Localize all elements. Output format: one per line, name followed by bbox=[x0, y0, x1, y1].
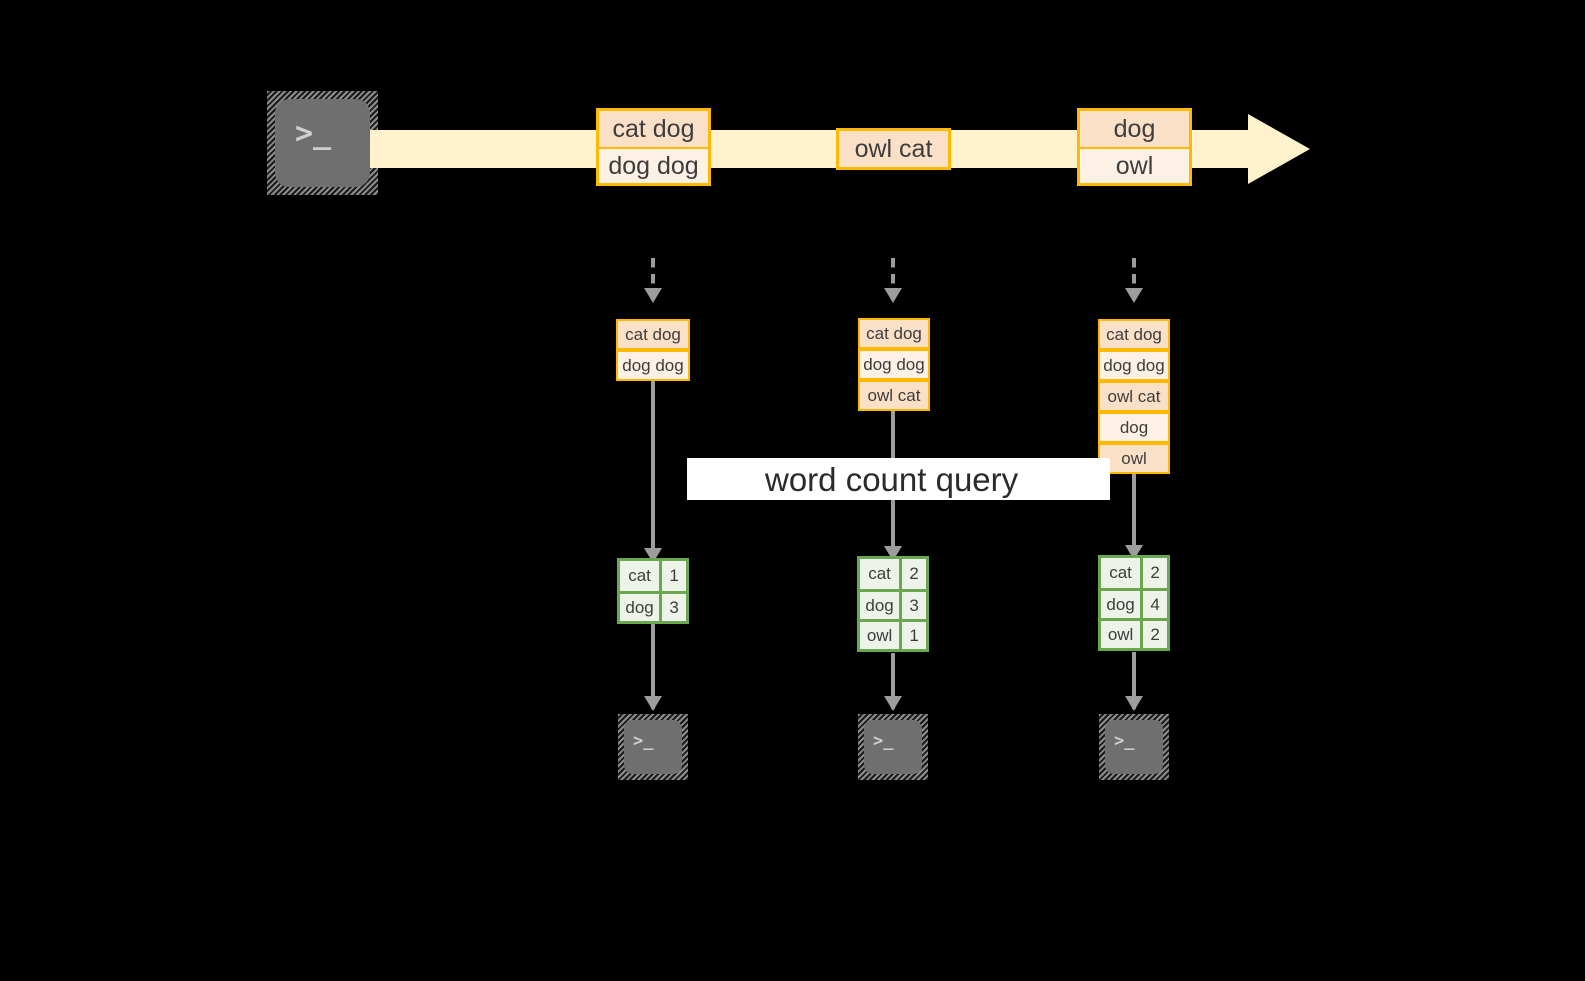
table-row: owl 1 bbox=[860, 619, 926, 649]
snapshot-3-input-stack: cat dog dog dog owl cat dog owl bbox=[1098, 319, 1170, 474]
stack-row: cat dog bbox=[1098, 319, 1170, 350]
solid-connector-3b bbox=[1132, 652, 1136, 709]
solid-arrowhead-1b bbox=[644, 696, 662, 711]
stream-event-line: owl cat bbox=[854, 134, 933, 163]
stack-row: dog bbox=[1098, 412, 1170, 443]
table-cell-count: 4 bbox=[1150, 594, 1160, 614]
table-cell-word: dog bbox=[860, 592, 903, 619]
terminal-body bbox=[624, 720, 682, 774]
table-cell-word: owl bbox=[1101, 621, 1144, 648]
consumer-terminal-icon-3: >_ bbox=[1099, 714, 1169, 780]
stack-row: owl bbox=[1098, 443, 1170, 474]
solid-arrowhead-2b bbox=[884, 696, 902, 711]
dashed-connector-1 bbox=[651, 258, 655, 292]
solid-connector-2b bbox=[891, 653, 895, 709]
table-row: cat 2 bbox=[860, 559, 926, 589]
stack-row: dog dog bbox=[1098, 350, 1170, 381]
snapshot-2-input-stack: cat dog dog dog owl cat bbox=[858, 318, 930, 411]
terminal-prompt-glyph: >_ bbox=[873, 731, 894, 751]
stack-row: owl cat bbox=[858, 380, 930, 411]
table-cell-count: 3 bbox=[669, 597, 679, 617]
terminal-body bbox=[275, 99, 370, 187]
table-cell-word: cat bbox=[860, 559, 903, 589]
stream-arrowhead bbox=[1248, 114, 1310, 184]
table-cell-word: cat bbox=[1101, 558, 1144, 588]
table-cell-count: 3 bbox=[909, 595, 919, 615]
dashed-arrowhead-2 bbox=[884, 288, 902, 303]
table-cell-word: cat bbox=[620, 561, 663, 591]
stack-row: dog dog bbox=[858, 349, 930, 380]
query-label-band: word count query bbox=[687, 458, 1110, 500]
terminal-body bbox=[864, 720, 922, 774]
stack-row: cat dog bbox=[858, 318, 930, 349]
stream-event-group-3: dog owl bbox=[1077, 108, 1192, 186]
table-cell-count: 1 bbox=[909, 625, 919, 645]
stream-event-line: owl bbox=[1080, 147, 1189, 183]
snapshot-3-result-table: cat 2 dog 4 owl 2 bbox=[1098, 555, 1170, 651]
stack-row: cat dog bbox=[616, 319, 690, 350]
terminal-prompt-glyph: >_ bbox=[295, 116, 332, 151]
table-row: dog 3 bbox=[620, 591, 686, 621]
snapshot-1-input-stack: cat dog dog dog bbox=[616, 319, 690, 381]
table-row: owl 2 bbox=[1101, 618, 1167, 648]
table-cell-count: 2 bbox=[1150, 624, 1160, 644]
solid-connector-3a bbox=[1132, 474, 1136, 562]
stream-event-line: dog dog bbox=[599, 147, 708, 183]
dashed-connector-3 bbox=[1132, 258, 1136, 292]
solid-arrowhead-3b bbox=[1125, 696, 1143, 711]
dashed-arrowhead-3 bbox=[1125, 288, 1143, 303]
table-cell-count: 2 bbox=[909, 564, 919, 583]
terminal-prompt-glyph: >_ bbox=[633, 731, 654, 751]
solid-connector-1a bbox=[651, 381, 655, 563]
stream-event-line: cat dog bbox=[612, 114, 695, 143]
terminal-body bbox=[1105, 720, 1163, 774]
table-cell-count: 2 bbox=[1150, 563, 1160, 582]
consumer-terminal-icon-2: >_ bbox=[858, 714, 928, 780]
table-cell-word: dog bbox=[1101, 591, 1144, 618]
stack-row: owl cat bbox=[1098, 381, 1170, 412]
consumer-terminal-icon-1: >_ bbox=[618, 714, 688, 780]
table-cell-count: 1 bbox=[669, 566, 679, 585]
stack-row: dog dog bbox=[616, 350, 690, 381]
table-cell-word: owl bbox=[860, 622, 903, 649]
query-label-text: word count query bbox=[765, 461, 1019, 498]
stream-event-group-1: cat dog dog dog bbox=[596, 108, 711, 186]
table-cell-word: dog bbox=[620, 594, 663, 621]
table-row: cat 1 bbox=[620, 561, 686, 591]
dashed-arrowhead-1 bbox=[644, 288, 662, 303]
table-row: cat 2 bbox=[1101, 558, 1167, 588]
producer-terminal-icon: >_ bbox=[267, 91, 378, 195]
stream-event-group-2: owl cat bbox=[836, 128, 951, 170]
snapshot-2-result-table: cat 2 dog 3 owl 1 bbox=[857, 556, 929, 652]
stream-event-line: dog bbox=[1113, 114, 1156, 143]
table-row: dog 4 bbox=[1101, 588, 1167, 618]
snapshot-1-result-table: cat 1 dog 3 bbox=[617, 558, 689, 624]
terminal-prompt-glyph: >_ bbox=[1114, 731, 1135, 751]
table-row: dog 3 bbox=[860, 589, 926, 619]
solid-connector-1b bbox=[651, 624, 655, 709]
dashed-connector-2 bbox=[891, 258, 895, 292]
